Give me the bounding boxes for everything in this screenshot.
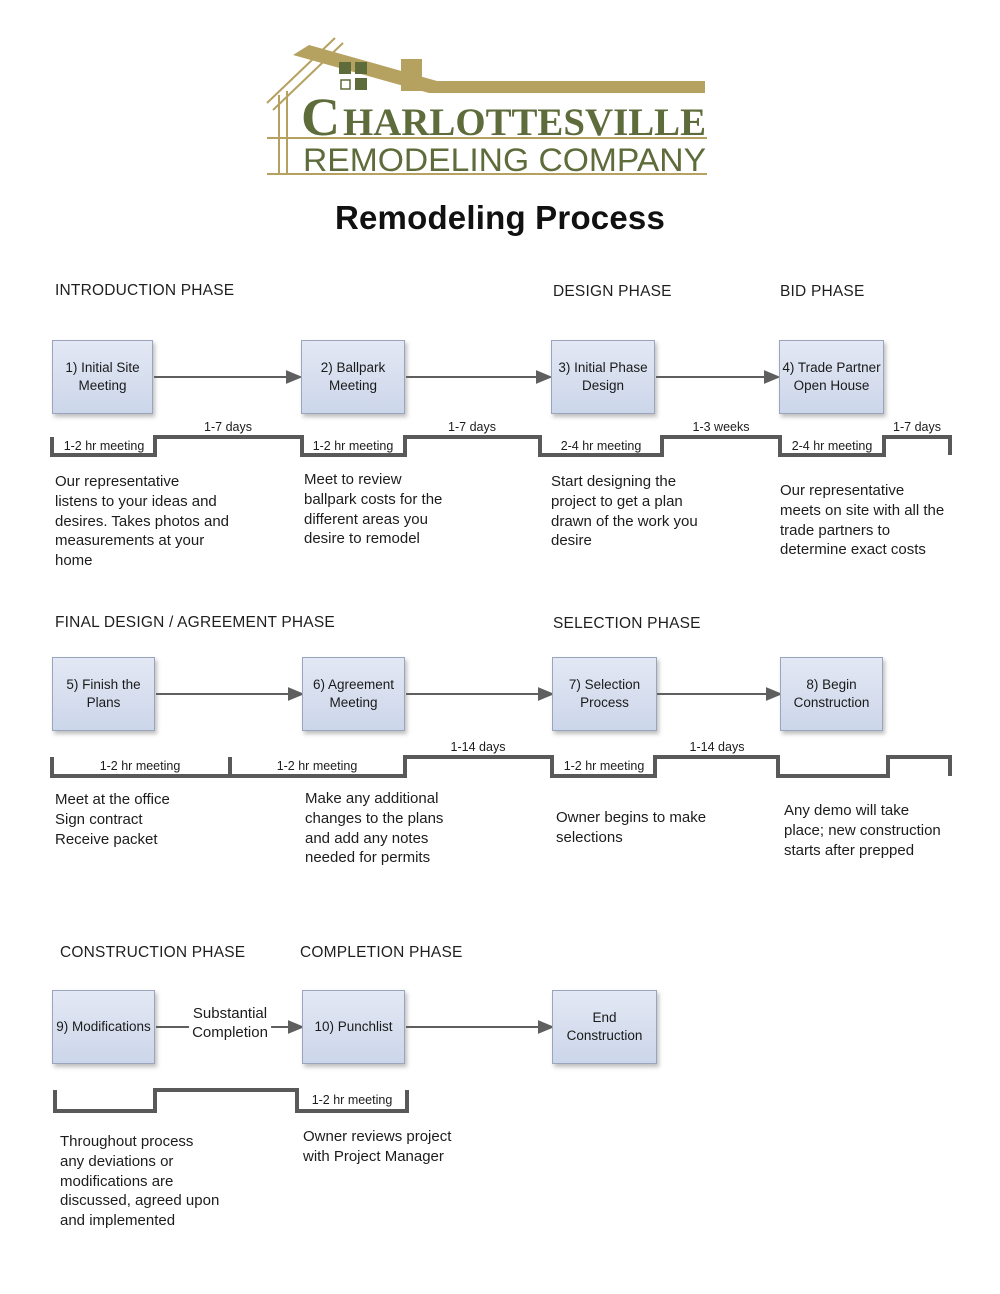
step-box-1: 1) Initial Site Meeting: [52, 340, 153, 414]
step-box-7: 7) Selection Process: [552, 657, 657, 731]
description-step-10: Owner reviews project with Project Manag…: [303, 1128, 452, 1165]
meeting-label-step-5: 1-2 hr meeting: [99, 759, 181, 773]
meeting-label-step-4: 2-4 hr meeting: [791, 439, 873, 453]
description-step-9: Throughout process any deviations or mod…: [60, 1133, 220, 1230]
phase-label-bid: BID PHASE: [780, 283, 865, 300]
description-step-1: Our representative listens to your ideas…: [55, 473, 230, 570]
meeting-label-step-7: 1-2 hr meeting: [563, 759, 645, 773]
duration-label-1: 1-7 days: [204, 420, 252, 434]
window-panes: [339, 62, 367, 90]
description-step-8: Any demo will take place; new constructi…: [784, 802, 941, 859]
arrow-head: [288, 1020, 305, 1034]
description-step-2: Meet to review ballpark costs for the di…: [304, 471, 443, 548]
arrow-head: [538, 687, 555, 701]
phase-label-introduction: INTRODUCTION PHASE: [55, 282, 235, 299]
house-frame-lines: [266, 37, 707, 175]
step-box-5: 5) Finish the Plans: [52, 657, 155, 731]
end-construction-label: End Construction: [566, 1010, 643, 1043]
timeline-row-2: [50, 755, 952, 778]
duration-label-4: 1-7 days: [893, 420, 941, 434]
description-step-4: Our representative meets on site with al…: [780, 482, 945, 559]
company-logo: C HARLOTTESVILLE REMODELING COMPANY: [266, 37, 707, 178]
roof-shape: [293, 45, 705, 93]
duration-label-3: 1-3 weeks: [692, 420, 750, 434]
logo-name-text: HARLOTTESVILLE: [343, 101, 706, 144]
phase-label-construction: CONSTRUCTION PHASE: [60, 944, 246, 961]
step-box-8: 8) Begin Construction: [780, 657, 883, 731]
step-box-8-label: 8) Begin Construction: [793, 677, 870, 710]
duration-label-6: 1-14 days: [689, 740, 745, 754]
step-box-3: 3) Initial Phase Design: [551, 340, 655, 414]
description-step-3: Start designing the project to get a pla…: [551, 473, 698, 550]
step-box-3-label: 3) Initial Phase Design: [558, 360, 648, 393]
step-box-10: 10) Punchlist: [302, 990, 405, 1064]
phase-label-selection: SELECTION PHASE: [553, 615, 701, 632]
meeting-label-step-10: 1-2 hr meeting: [311, 1093, 393, 1107]
step-box-4: 4) Trade Partner Open House: [779, 340, 884, 414]
duration-label-5: 1-14 days: [450, 740, 506, 754]
description-step-6: Make any additional changes to the plans…: [305, 790, 444, 867]
step-box-6-label: 6) Agreement Meeting: [312, 677, 395, 710]
arrow-head: [764, 370, 781, 384]
meeting-label-step-1: 1-2 hr meeting: [63, 439, 145, 453]
step-box-1-label: 1) Initial Site Meeting: [65, 360, 140, 393]
phase-label-completion: COMPLETION PHASE: [300, 944, 463, 961]
step-box-5-label: 5) Finish the Plans: [66, 677, 141, 710]
step-box-10-label: 10) Punchlist: [314, 1019, 393, 1035]
step-box-9-label: 9) Modifications: [56, 1019, 151, 1035]
end-construction-box: End Construction: [552, 990, 657, 1064]
house-outline-graphic: [266, 37, 707, 175]
logo-name-initial: C: [301, 87, 340, 147]
meeting-label-step-2: 1-2 hr meeting: [312, 439, 394, 453]
step-box-2: 2) Ballpark Meeting: [301, 340, 405, 414]
arrow-head: [286, 370, 303, 384]
arrow-head: [538, 1020, 555, 1034]
page-title: Remodeling Process: [334, 199, 666, 236]
step-box-7-label: 7) Selection Process: [568, 677, 641, 710]
logo-subtitle-text: REMODELING COMPANY: [303, 142, 706, 178]
arrow-head: [288, 687, 305, 701]
step-box-2-label: 2) Ballpark Meeting: [320, 360, 386, 393]
substantial-completion-note: Substantial Completion: [189, 1005, 271, 1043]
step-box-4-label: 4) Trade Partner Open House: [782, 360, 881, 393]
duration-label-2: 1-7 days: [448, 420, 496, 434]
step-box-9: 9) Modifications: [52, 990, 155, 1064]
step-box-6: 6) Agreement Meeting: [302, 657, 405, 731]
meeting-label-step-6: 1-2 hr meeting: [276, 759, 358, 773]
description-step-5: Meet at the office Sign contract Receive…: [55, 791, 170, 848]
description-step-7: Owner begins to make selections: [556, 809, 707, 846]
arrow-head: [766, 687, 783, 701]
arrow-head: [536, 370, 553, 384]
meeting-label-step-3: 2-4 hr meeting: [560, 439, 642, 453]
phase-label-final-design-agreement: FINAL DESIGN / AGREEMENT PHASE: [55, 614, 335, 631]
phase-label-design: DESIGN PHASE: [553, 283, 672, 300]
